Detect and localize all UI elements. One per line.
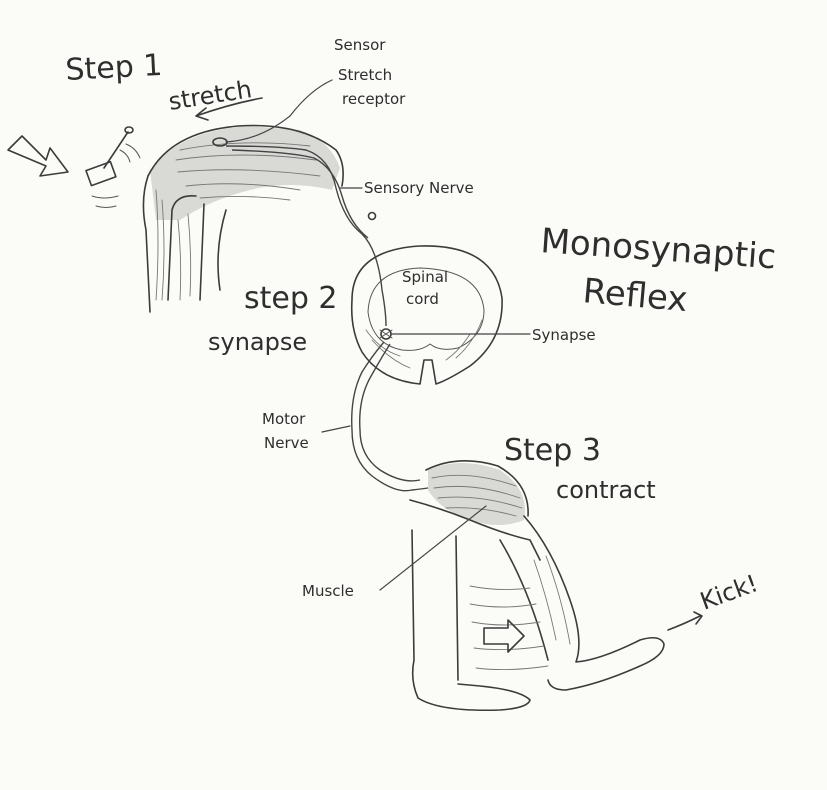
step-1-action: stretch (167, 75, 254, 116)
muscle-label: Muscle (302, 582, 354, 600)
step-2-action: synapse (208, 328, 307, 356)
upper-leg-drawing (142, 124, 344, 313)
stretch-receptor-icon (212, 79, 333, 147)
motor-nerve-label-1: Motor (262, 410, 306, 428)
motor-nerve-label-2: Nerve (264, 434, 309, 452)
diagram-title-line-2: Reflex (581, 271, 689, 320)
stretch-arrow (195, 97, 263, 121)
motor-nerve (351, 341, 441, 492)
step-3-action: contract (556, 476, 656, 504)
stretch-receptor-label-2: receptor (342, 90, 406, 108)
kick-label: Kick! (696, 569, 761, 616)
spinal-cord-cross-section (350, 245, 503, 385)
lower-leg-drawing (409, 460, 665, 712)
synapse-icon (379, 328, 393, 340)
synapse-label: Synapse (532, 326, 596, 344)
tap-arrow-icon (7, 135, 69, 177)
sensory-nerve (225, 145, 387, 327)
spinal-cord-label-2: cord (406, 290, 439, 308)
sensory-nerve-label: Sensory Nerve (364, 179, 474, 197)
kick-arrow (667, 611, 703, 631)
stretch-receptor-label-1: Stretch (338, 66, 392, 84)
step-1-label: Step 1 (65, 48, 164, 88)
sensor-label: Sensor (334, 36, 386, 54)
reflex-hammer-icon (85, 126, 141, 208)
diagram-title-line-1: Monosynaptic (539, 221, 777, 277)
step-2-label: step 2 (244, 281, 338, 316)
step-3-label: Step 3 (504, 433, 601, 468)
spinal-cord-label-1: Spinal (402, 268, 448, 286)
